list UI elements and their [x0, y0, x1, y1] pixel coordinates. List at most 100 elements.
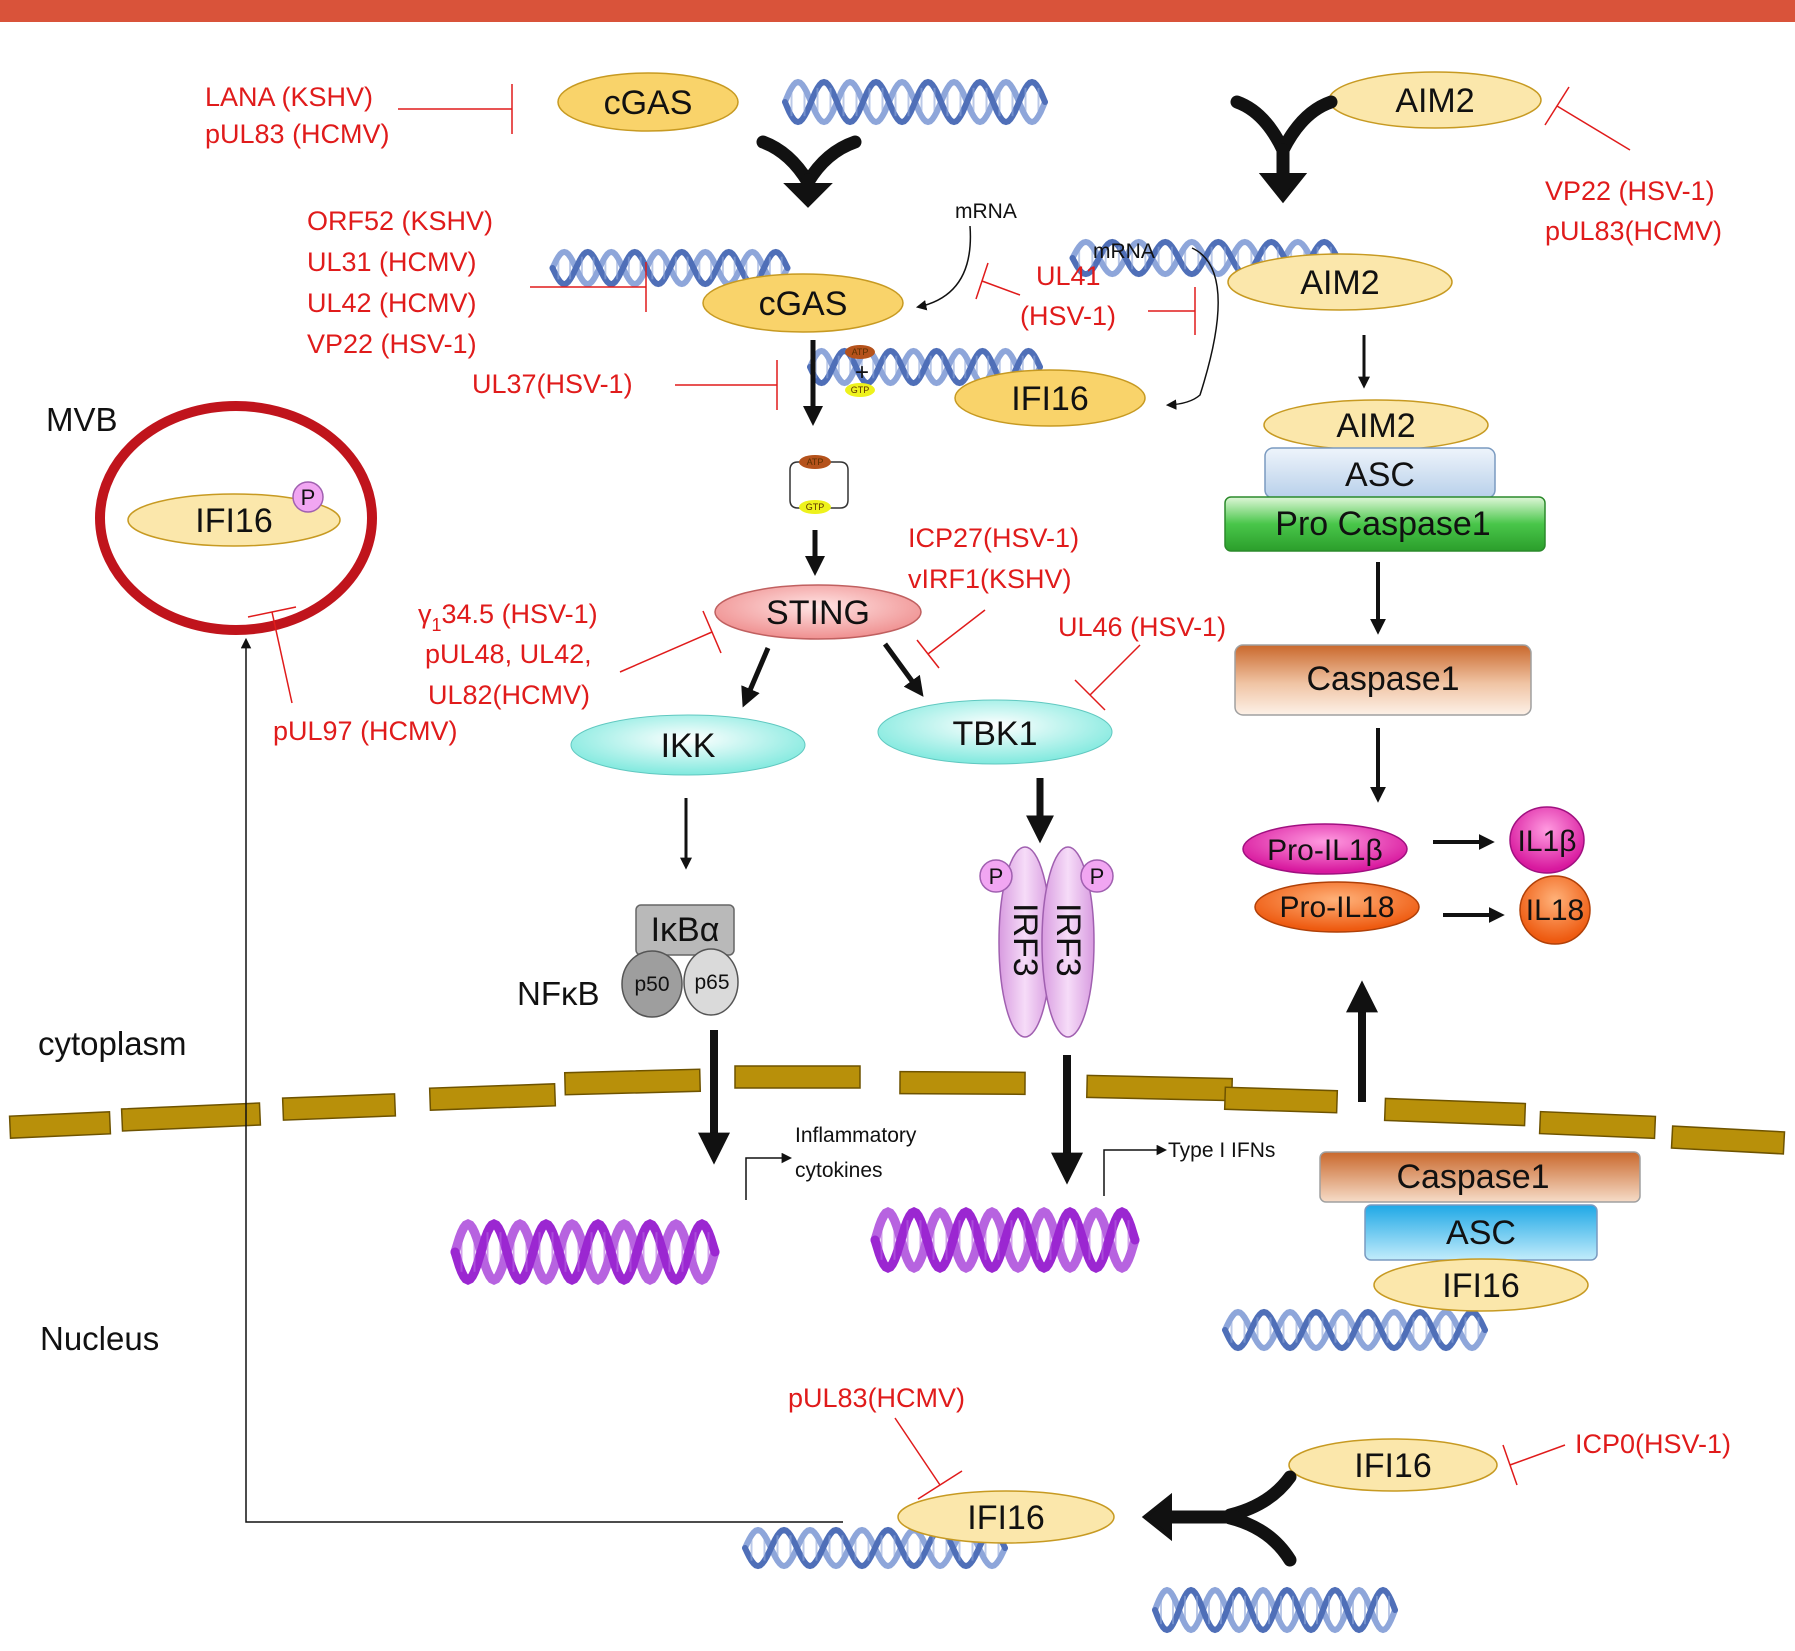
cytoplasm-label: cytoplasm: [38, 1025, 187, 1062]
nuclear-dna-irf3: [870, 1207, 1140, 1273]
cgas-free: [557, 72, 739, 132]
irf3-right-label: IRF3: [1049, 903, 1087, 977]
pro-il1b: [1242, 823, 1408, 875]
inh-icp27: ICP27(HSV-1): [908, 523, 1079, 553]
cgamp-ring: [789, 461, 849, 509]
p50-label: p50: [634, 973, 669, 996]
inh-ul82: UL82(HCMV): [428, 680, 590, 710]
membrane-segment: [8, 1111, 112, 1139]
inh-vp22-aim2: VP22 (HSV-1): [1545, 176, 1715, 206]
sting: [714, 584, 922, 640]
type1-ifns-label: Type I IFNs: [1168, 1139, 1275, 1162]
phospho-irf3-left: [979, 859, 1013, 893]
ifi16-nuc-bound-label: IFI16: [967, 1499, 1044, 1537]
aim2-bound: [1227, 253, 1453, 311]
mrna-label-2: mRNA: [1093, 240, 1155, 263]
membrane-segment: [1670, 1125, 1786, 1155]
gtp-ring-label: GTP: [806, 502, 825, 512]
phospho-mvb-label: P: [301, 485, 316, 510]
ikk: [570, 714, 806, 776]
ifi16-cyto-label: IFI16: [1011, 380, 1088, 418]
pathway-arrows: [240, 225, 1505, 1523]
inh-pul97: pUL97 (HCMV): [273, 716, 458, 746]
nuclear-membrane: [8, 1065, 1786, 1155]
asc-complex-label: ASC: [1345, 456, 1415, 494]
membrane-segment: [428, 1083, 557, 1111]
membrane-segment: [563, 1068, 702, 1096]
tbk1-label: TBK1: [952, 715, 1037, 753]
inh-pul83-a: pUL83 (HCMV): [205, 119, 390, 149]
inh-orf52: ORF52 (KSHV): [307, 206, 493, 236]
inh-lana: LANA (KSHV): [205, 82, 373, 112]
cgas-bound: [702, 273, 904, 333]
inflammatory-label-1: Inflammatory: [795, 1124, 917, 1147]
nuclear-dna-nfkb: [450, 1219, 720, 1285]
atp-ring-label: ATP: [807, 457, 824, 467]
mrna-label-1: mRNA: [955, 200, 1017, 223]
membrane-segment: [120, 1102, 262, 1132]
caspase1-label: Caspase1: [1306, 660, 1459, 698]
mvb-label: MVB: [46, 401, 118, 438]
asc-nuc-label: ASC: [1446, 1214, 1516, 1252]
dna-helix-nuc-complex: [1222, 1308, 1488, 1352]
inhibitor-labels: LANA (KSHV) pUL83 (HCMV) VP22 (HSV-1) pU…: [205, 82, 1731, 1459]
inh-ul41: UL41: [1036, 261, 1101, 291]
atp-small: [845, 345, 875, 359]
aim2-free-label: AIM2: [1395, 82, 1474, 120]
gtp-ring: [799, 500, 831, 514]
pro-caspase1: [1224, 496, 1546, 552]
phospho-irf3-right: [1080, 859, 1114, 893]
aim2-complex-label: AIM2: [1336, 407, 1415, 445]
phospho-irf3-right-label: P: [1090, 864, 1105, 889]
p50: [621, 950, 683, 1018]
dna-helix-nuc-bottom: [1152, 1586, 1398, 1634]
membrane-segment: [281, 1093, 397, 1121]
inh-ul46: UL46 (HSV-1): [1058, 612, 1226, 642]
il1b-label: IL1β: [1518, 825, 1577, 858]
mvb-ring: [95, 401, 377, 635]
ikk-label: IKK: [661, 727, 716, 765]
irf3-left-label: IRF3: [1006, 903, 1044, 977]
ikba: [635, 904, 735, 956]
gtp-small: [845, 383, 875, 397]
irf3-right: [1041, 846, 1095, 1038]
inh-pul83-nuc: pUL83(HCMV): [788, 1383, 965, 1413]
nfkb-label: NFκB: [517, 975, 600, 1012]
membrane-segment: [1383, 1097, 1527, 1127]
pro-il18: [1254, 881, 1420, 933]
plus-sign: +: [855, 359, 869, 386]
il1b: [1509, 806, 1585, 874]
phospho-irf3-left-label: P: [989, 864, 1004, 889]
inh-gamma: γ134.5 (HSV-1): [418, 599, 598, 635]
inh-ul42: UL42 (HCMV): [307, 288, 477, 318]
membrane-segment: [1086, 1074, 1233, 1102]
bind-arrow-cgas: [756, 135, 862, 208]
caspase1-nuc: [1319, 1151, 1641, 1203]
il18-label: IL18: [1526, 894, 1584, 927]
cgas-bound-label: cGAS: [759, 285, 848, 323]
inh-virf1: vIRF1(KSHV): [908, 564, 1072, 594]
top-bar: [0, 0, 1795, 22]
phospho-mvb: [292, 481, 324, 513]
ifi16-mvb-label: IFI16: [195, 502, 272, 540]
ifi16-nuc-free-label: IFI16: [1354, 1447, 1431, 1485]
inh-pul48: pUL48, UL42,: [425, 639, 592, 669]
ifi16-mvb: [127, 493, 341, 547]
ikba-label: IκBα: [651, 911, 720, 949]
inflammatory-label-2: cytokines: [795, 1159, 883, 1182]
p65: [683, 948, 739, 1016]
ifi16-nuc-free: [1288, 1438, 1498, 1492]
atp-ring: [799, 455, 831, 469]
caspase1: [1234, 644, 1532, 716]
pro-il1b-label: Pro-IL1β: [1267, 834, 1383, 867]
bind-arrow-aim2: [1230, 95, 1338, 204]
pro-il18-label: Pro-IL18: [1279, 891, 1394, 924]
ifi16-nuc-bound: [897, 1490, 1115, 1544]
gtp-small-label: GTP: [851, 385, 870, 395]
inhibitor-lines: [247, 84, 1631, 1500]
atp-small-label: ATP: [852, 347, 869, 357]
ifi16-cyto: [954, 369, 1146, 427]
pro-caspase1-label: Pro Caspase1: [1275, 505, 1490, 543]
